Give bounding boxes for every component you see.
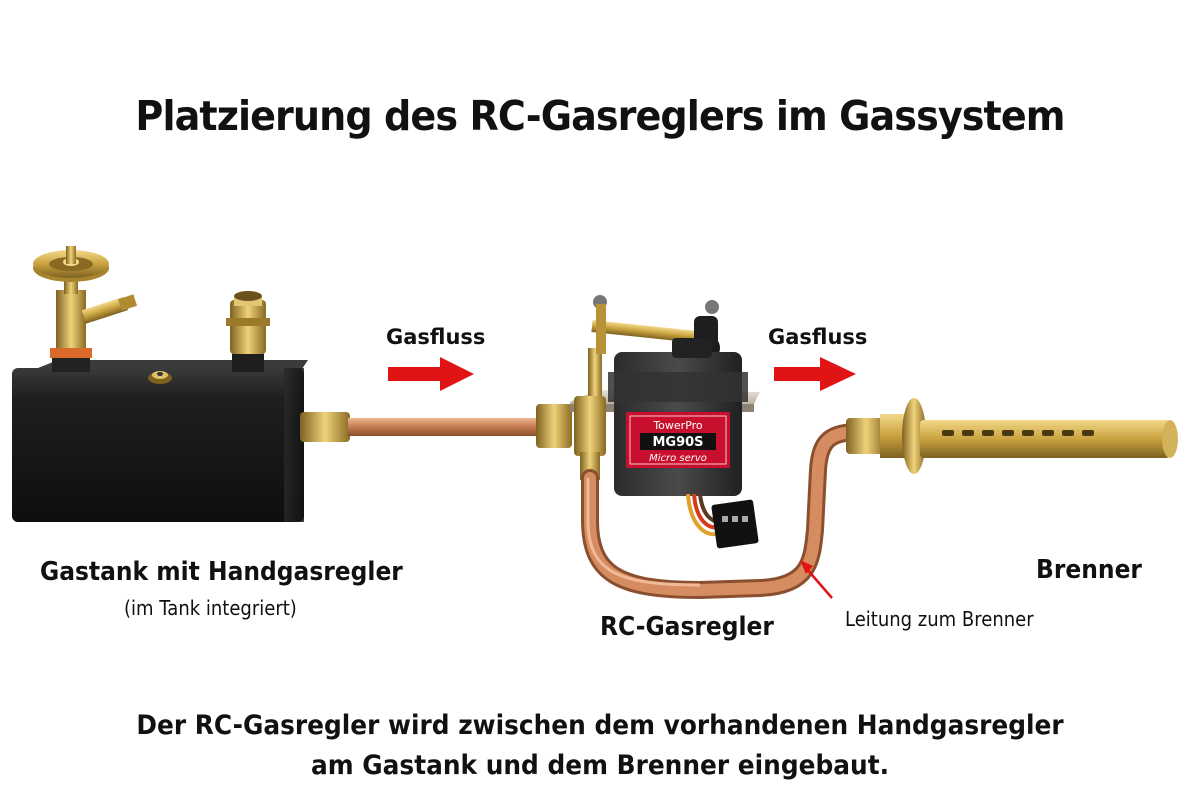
tank-outlet-fitting [226,291,270,372]
burner [880,398,1178,474]
pipe-pointer-arrow [800,560,833,599]
tank-sublabel: (im Tank integriert) [124,596,297,620]
gas-flow-label-2: Gasfluss [768,325,868,349]
footer-line-2: am Gastank und dem Brenner eingebaut. [310,750,890,781]
gas-tank [12,360,308,522]
gas-flow-arrow-1 [388,357,474,391]
footer-line-1: Der RC-Gasregler wird zwischen dem vorha… [136,710,1064,741]
copper-pipe-inlet [300,404,572,448]
servo-model: MG90S [652,435,703,450]
servo-type: Micro servo [649,453,707,464]
gas-flow-arrow-2 [774,357,856,391]
gas-flow-label-1: Gasfluss [386,325,486,349]
footer-caption: Der RC-Gasregler wird zwischen dem vorha… [48,706,1152,786]
pipe-label: Leitung zum Brenner [845,607,1034,631]
copper-pipe-outlet [581,418,886,600]
rc-regulator-assembly: TowerPro MG90S Micro servo [570,295,760,549]
page-title: Platzierung des RC-Gasreglers im Gassyst… [135,92,1065,140]
regulator-label: RC-Gasregler [600,612,774,642]
burner-label: Brenner [1036,555,1142,585]
tank-label: Gastank mit Handgasregler [40,557,403,587]
manual-gas-valve [33,246,138,372]
servo-brand: TowerPro [652,419,703,432]
